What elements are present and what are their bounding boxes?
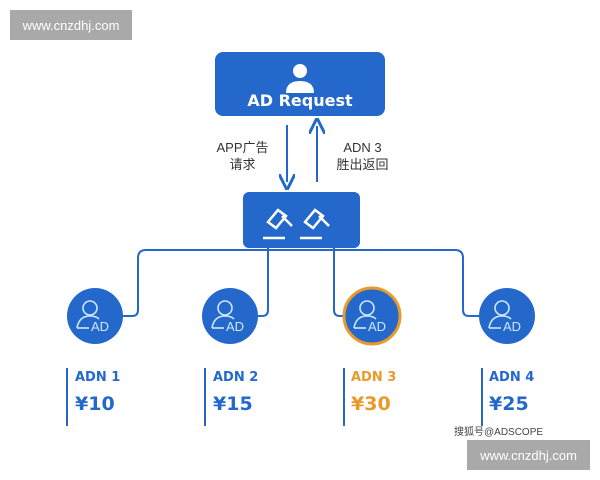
win-label-line1: ADN 3 bbox=[343, 140, 382, 155]
adn-avatar-1: AD bbox=[67, 288, 123, 344]
ad-text: AD bbox=[226, 319, 244, 334]
adn-price: ¥25 bbox=[489, 393, 529, 415]
adn-name: ADN 3 bbox=[351, 370, 397, 385]
adn-price: ¥10 bbox=[75, 393, 115, 415]
request-label: APP广告请求 bbox=[205, 139, 280, 173]
win-label-line2: 胜出返回 bbox=[336, 157, 389, 172]
user-icon bbox=[286, 64, 314, 93]
adn-price: ¥30 bbox=[351, 393, 391, 415]
adn-name: ADN 2 bbox=[213, 370, 259, 385]
win-return-label: ADN 3 胜出返回 bbox=[325, 139, 400, 173]
adn-name: ADN 1 bbox=[75, 370, 121, 385]
auction-box bbox=[243, 192, 360, 248]
adn-avatar-3: AD bbox=[342, 286, 402, 346]
ad-request-label: AD Request bbox=[247, 91, 353, 110]
request-label-line1: APP广告 bbox=[216, 140, 269, 155]
adn-avatar-4: AD bbox=[479, 288, 535, 344]
watermark-bottom: www.cnzdhj.com bbox=[467, 440, 590, 470]
ad-text: AD bbox=[368, 319, 386, 334]
watermark-top: www.cnzdhj.com bbox=[10, 10, 132, 40]
adn-label-4: ADN 4 ¥25 bbox=[489, 370, 534, 415]
adn-price: ¥15 bbox=[213, 393, 253, 415]
connector-lines bbox=[123, 248, 480, 317]
adn-name: ADN 4 bbox=[489, 370, 535, 385]
credit-text: 搜狐号@ADSCOPE bbox=[454, 427, 544, 438]
adn-label-1: ADN 1 ¥10 bbox=[75, 370, 120, 415]
adn-label-3: ADN 3 ¥30 bbox=[351, 370, 396, 415]
adn-avatar-2: AD bbox=[202, 288, 258, 344]
gavel-icon bbox=[263, 208, 330, 240]
label-dividers bbox=[66, 368, 483, 426]
ad-text: AD bbox=[503, 319, 521, 334]
adn-label-2: ADN 2 ¥15 bbox=[213, 370, 258, 415]
request-label-line2: 请求 bbox=[229, 157, 256, 172]
ad-text: AD bbox=[91, 319, 109, 334]
